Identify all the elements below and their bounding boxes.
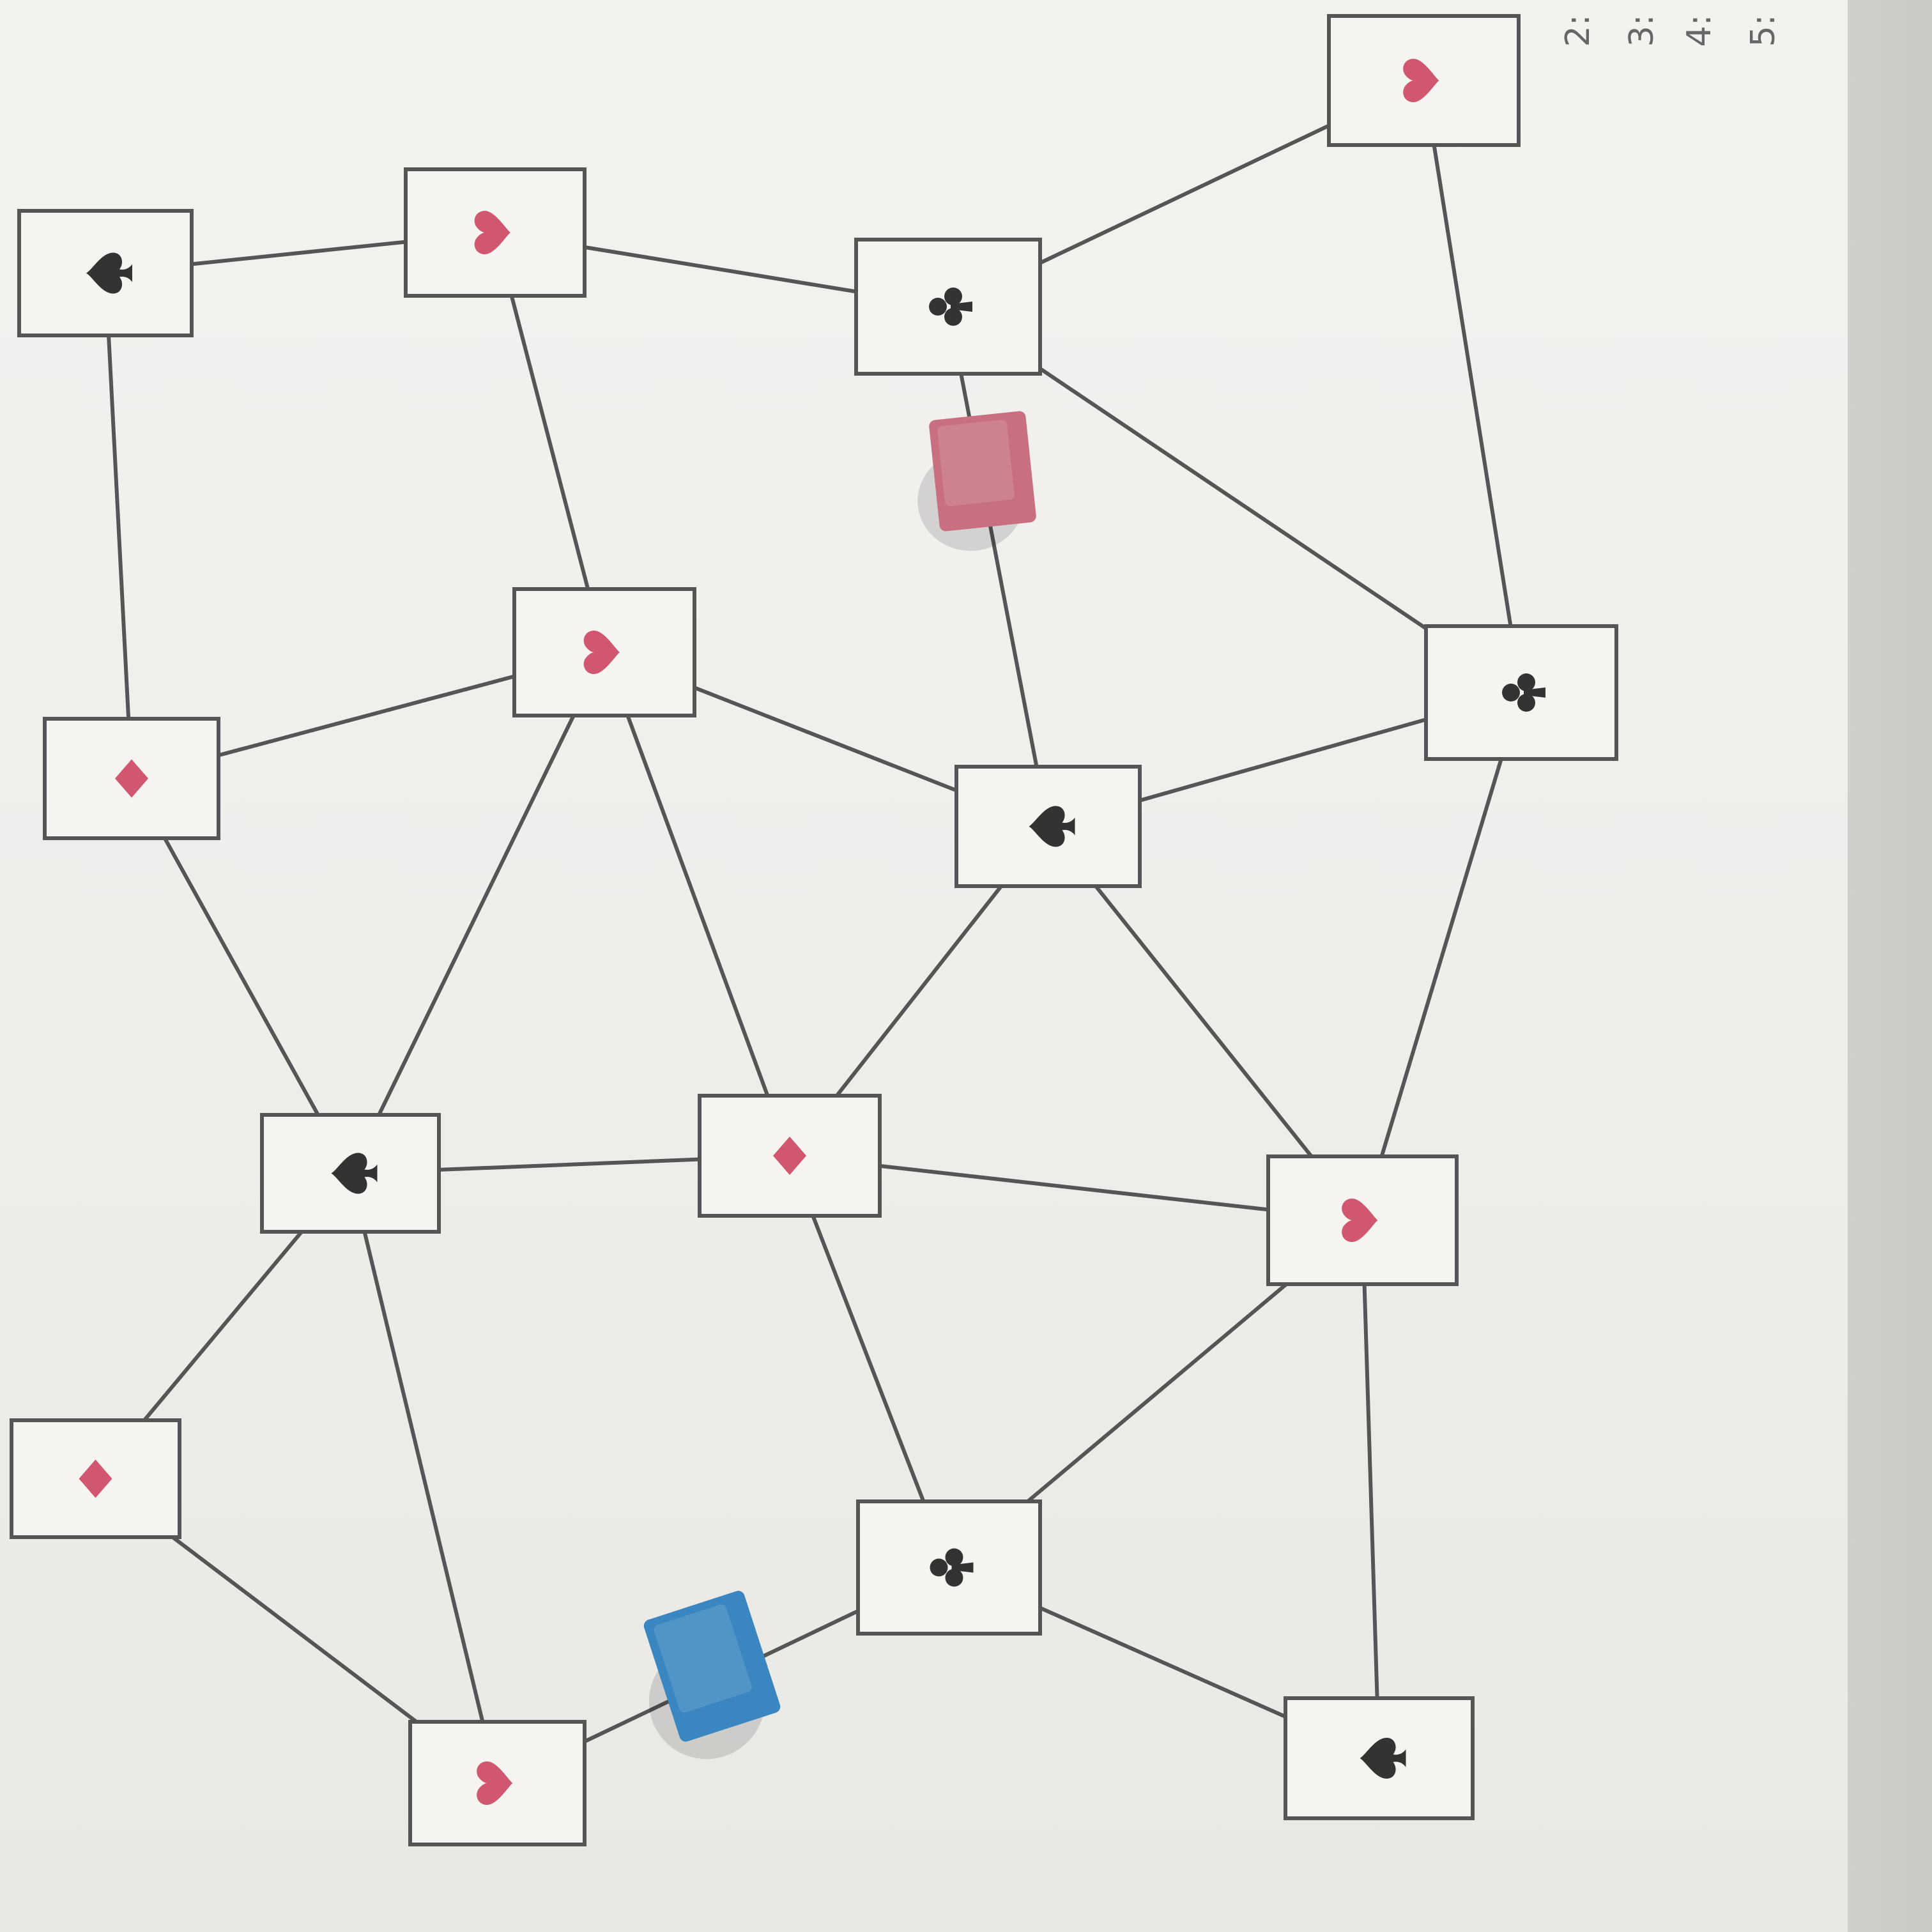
card-node-spade[interactable]	[954, 765, 1142, 888]
connection-line	[348, 651, 606, 1174]
cube-top-face	[654, 1604, 752, 1713]
connection-line	[103, 273, 134, 779]
connection-line	[1422, 80, 1523, 693]
card-node-heart[interactable]	[404, 167, 586, 298]
red-cube[interactable]	[909, 411, 1039, 556]
card-node-club[interactable]	[1424, 624, 1618, 761]
connection-line	[493, 232, 606, 653]
card-node-heart[interactable]	[1327, 14, 1521, 147]
connection-lines	[94, 79, 1523, 1785]
card-node-spade[interactable]	[17, 209, 194, 337]
connection-line	[348, 1172, 500, 1784]
cube-body	[643, 1591, 781, 1742]
connection-line	[602, 651, 792, 1157]
player-pieces	[622, 411, 1039, 1774]
connection-line	[130, 778, 353, 1174]
card-nodes	[10, 14, 1618, 1846]
connection-line	[1360, 1220, 1381, 1759]
card-node-heart[interactable]	[408, 1720, 586, 1846]
cube-body	[929, 411, 1036, 532]
card-node-heart[interactable]	[1266, 1154, 1459, 1286]
card-node-diamond[interactable]	[10, 1418, 181, 1539]
cube-top-face	[937, 419, 1015, 507]
blue-cube[interactable]	[622, 1589, 790, 1774]
card-frame	[1424, 624, 1618, 761]
connection-line	[1360, 692, 1523, 1221]
card-node-club[interactable]	[856, 1499, 1042, 1636]
connection-line	[788, 1154, 951, 1568]
card-node-club[interactable]	[854, 238, 1042, 376]
connection-line	[946, 306, 1050, 827]
card-frame	[1284, 1696, 1475, 1820]
card-frame	[854, 238, 1042, 376]
table-surface	[1848, 0, 1932, 1932]
card-node-diamond[interactable]	[43, 717, 220, 840]
card-node-diamond[interactable]	[698, 1094, 882, 1218]
card-node-heart[interactable]	[512, 587, 696, 717]
card-node-spade[interactable]	[260, 1113, 441, 1234]
card-node-spade[interactable]	[1284, 1696, 1475, 1820]
card-frame	[856, 1499, 1042, 1636]
